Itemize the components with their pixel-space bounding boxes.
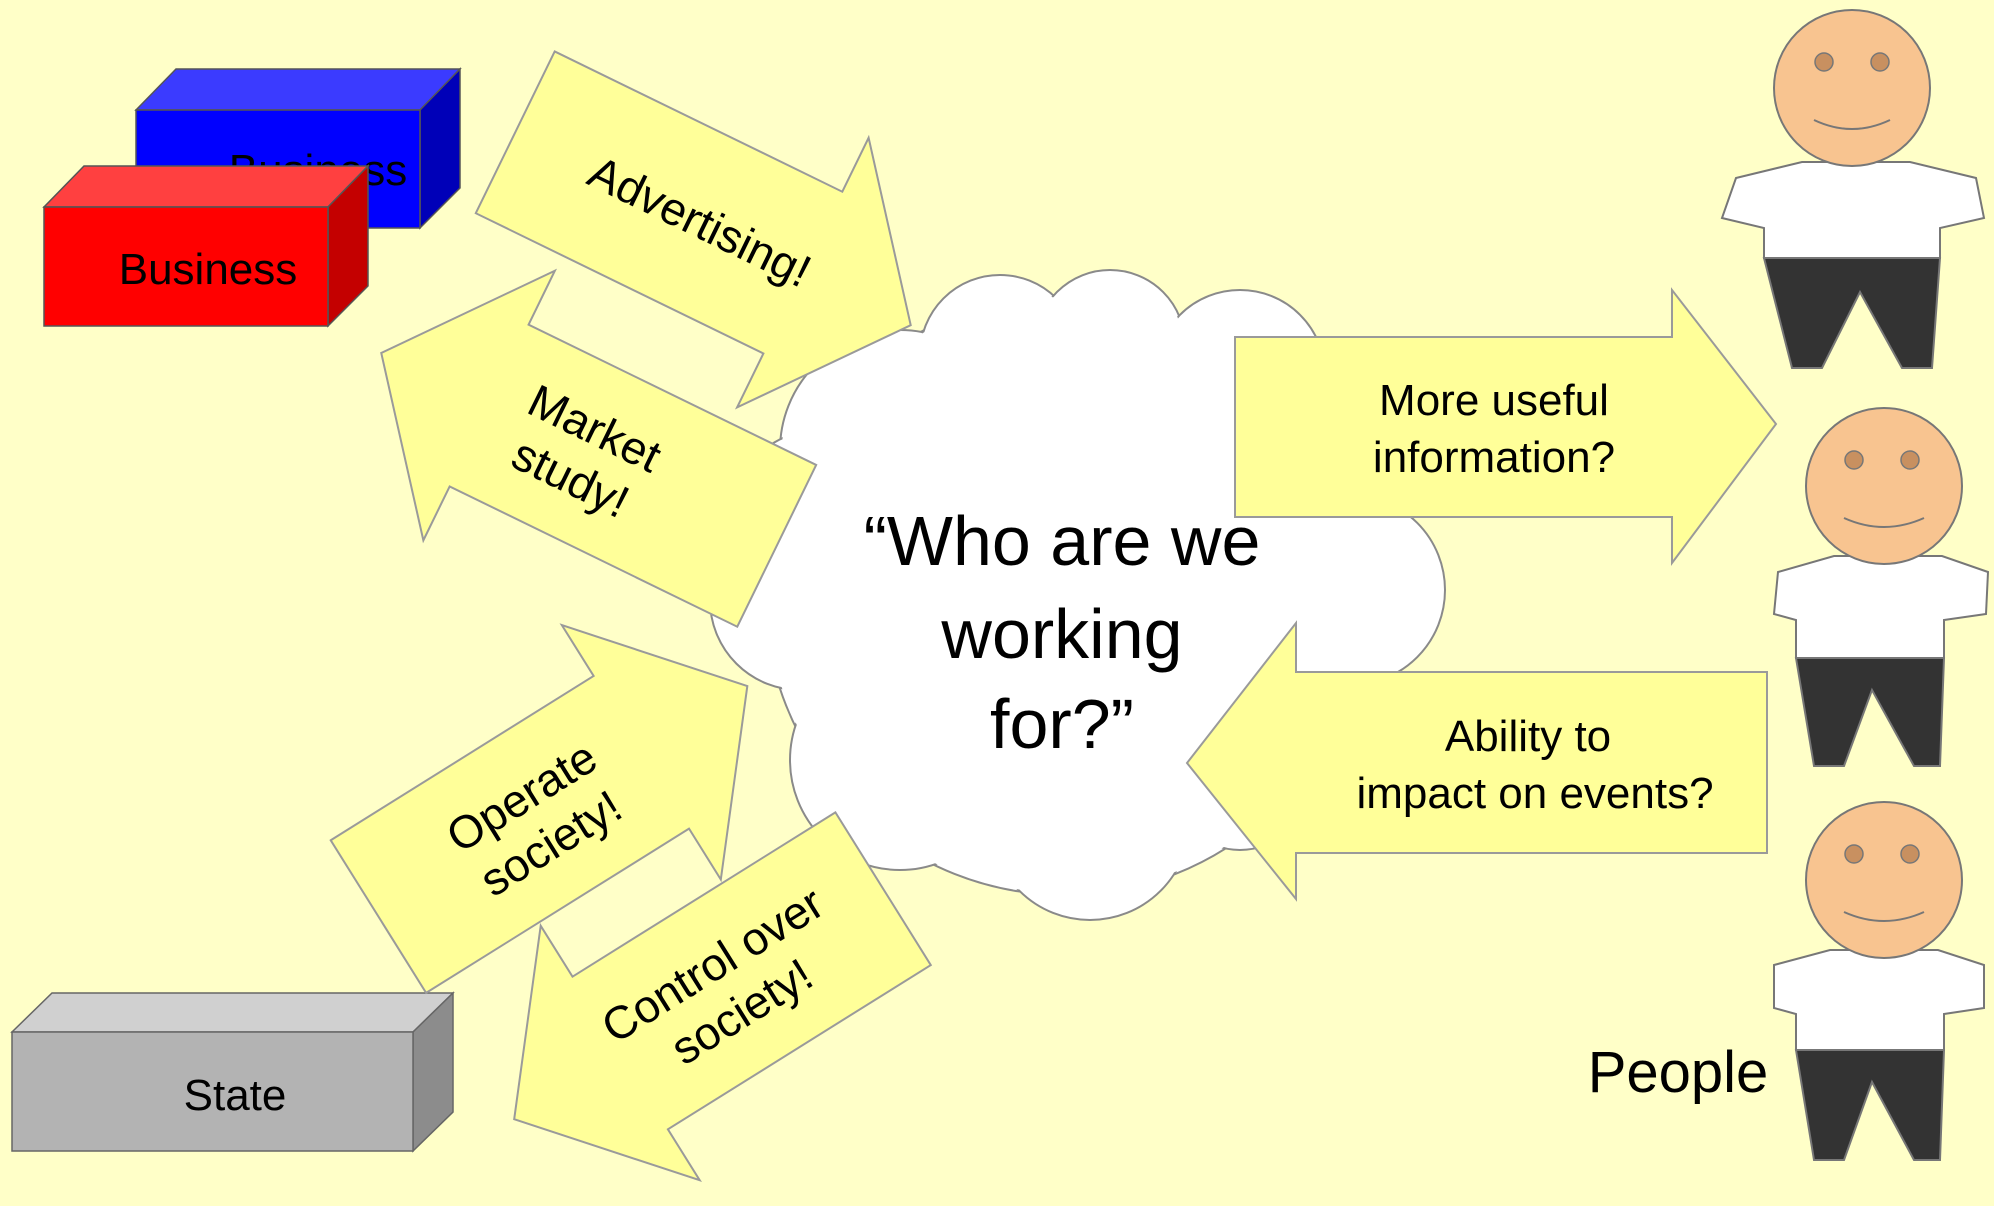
impact-label-line1: Ability to [1445,712,1611,761]
arrow-impact-events: Ability to impact on events? [1185,620,1768,902]
cloud-question-line3: for?” [990,685,1134,763]
arrow-operate-society: Operate society! [329,623,749,995]
person-icon [1773,801,1985,1161]
impact-label-line2: impact on events? [1356,769,1713,818]
arrow-market-study: Market study! [380,268,818,629]
cloud-question-line2: working [940,595,1182,673]
person-icon [1772,407,1990,767]
person-icon [1720,9,1986,369]
business-box-front: Business [42,164,370,328]
arrow-more-information: More useful information? [1234,287,1778,567]
state-box: State [10,991,455,1153]
info-label-line1: More useful [1379,376,1609,425]
state-label: State [184,1071,287,1120]
info-label-line2: information? [1373,433,1615,482]
people-label: People [1588,1040,1769,1105]
business-front-label: Business [119,245,298,294]
cloud-question-line1: “Who are we [864,502,1261,580]
cloud-question: “Who are we working for?” [864,502,1261,763]
arrow-advertising: Advertising! [474,50,912,410]
